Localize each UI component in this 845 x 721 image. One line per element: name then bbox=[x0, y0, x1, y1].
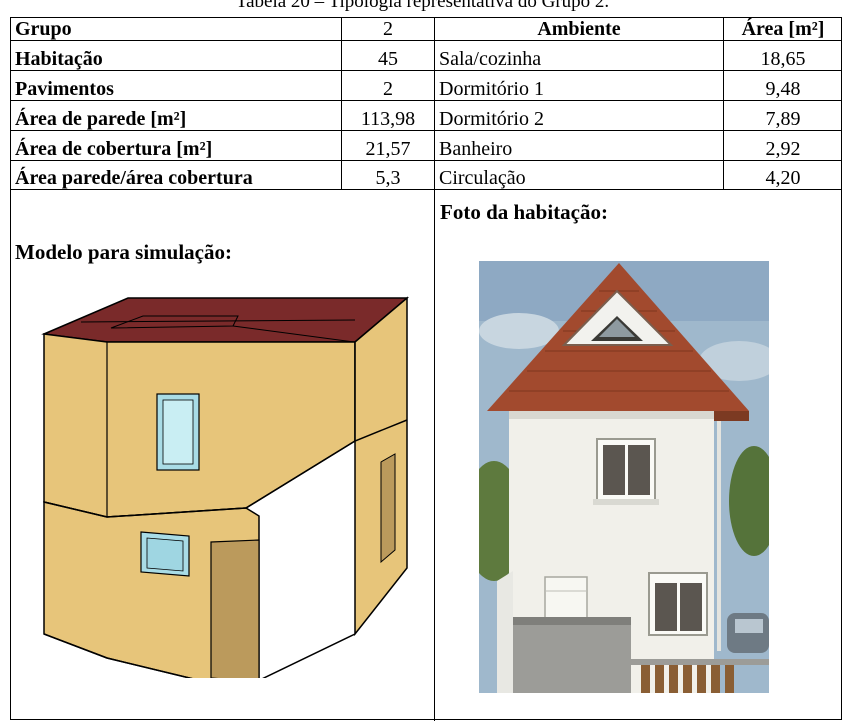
area-header: Área [m²] bbox=[741, 18, 825, 40]
area-cell: 7,89 bbox=[765, 108, 801, 130]
ambiente-cell: Sala/cozinha bbox=[439, 48, 542, 70]
table-caption: Tabela 20 – Tipologia representativa do … bbox=[235, 0, 610, 12]
area-cell: 4,20 bbox=[765, 167, 801, 189]
ambiente-header: Ambiente bbox=[537, 18, 621, 40]
ambiente-cell: Banheiro bbox=[439, 138, 513, 160]
row-label-area-cobertura: Área de cobertura [m²] bbox=[15, 138, 213, 160]
house-photo bbox=[479, 261, 769, 693]
area-cell: 18,65 bbox=[760, 48, 806, 70]
model-title: Modelo para simulação: bbox=[15, 240, 232, 264]
row-value-area-cobertura: 21,57 bbox=[365, 138, 411, 160]
ambiente-cell: Dormitório 2 bbox=[439, 108, 544, 130]
photo-title: Foto da habitação: bbox=[440, 200, 608, 224]
row-label-pavimentos: Pavimentos bbox=[15, 78, 114, 100]
simulation-model-image bbox=[41, 296, 410, 678]
group-label: Grupo bbox=[15, 18, 72, 40]
row-label-razao: Área parede/área cobertura bbox=[15, 167, 253, 189]
row-label-habitacao: Habitação bbox=[15, 48, 103, 70]
row-label-area-parede: Área de parede [m²] bbox=[15, 108, 187, 130]
area-cell: 2,92 bbox=[765, 138, 801, 160]
area-cell: 9,48 bbox=[765, 78, 801, 100]
ambiente-cell: Dormitório 1 bbox=[439, 78, 544, 100]
row-value-razao: 5,3 bbox=[375, 167, 401, 189]
typology-table: Grupo 2 Habitação 45 Pavimentos 2 Área d… bbox=[10, 17, 842, 721]
row-value-pavimentos: 2 bbox=[383, 78, 393, 100]
row-value-habitacao: 45 bbox=[378, 48, 398, 70]
ambiente-cell: Circulação bbox=[439, 167, 526, 189]
group-value: 2 bbox=[383, 18, 393, 40]
row-value-area-parede: 113,98 bbox=[360, 108, 416, 130]
